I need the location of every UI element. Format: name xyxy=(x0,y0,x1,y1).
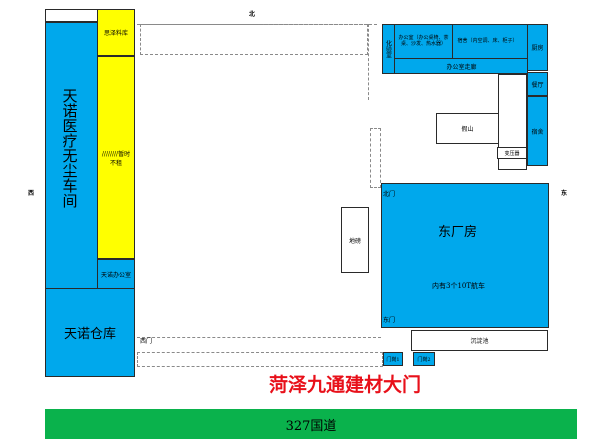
raw-material-store: 思泽料库 xyxy=(97,9,135,56)
sedimentation-pool: 沉淀池 xyxy=(411,330,548,351)
guard-room-2-label: 门岗2 xyxy=(417,356,431,363)
lab-room: 化验室 xyxy=(382,24,395,74)
tiannuo-warehouse-label: 天诺仓库 xyxy=(63,327,116,342)
west-label: 西 xyxy=(28,190,35,197)
national-road-label: 327国道 xyxy=(285,418,337,434)
east-label: 东 xyxy=(561,190,568,197)
dormitory-label: 宿舍（内空调、床、柜子） xyxy=(457,38,518,44)
west-gate-label: 西门 xyxy=(140,338,153,345)
site-boundary-east-notch xyxy=(370,128,381,188)
north-gate-label: 北门 xyxy=(383,191,396,198)
office-corridor-label: 办公室走廊 xyxy=(446,64,477,71)
tiannuo-office: 天诺办公室 xyxy=(97,259,135,289)
site-boundary-south xyxy=(137,337,381,338)
lab-label: 化验室 xyxy=(384,40,392,58)
east-factory-title: 东厂房 xyxy=(438,225,478,240)
guard-room-1: 门岗1 xyxy=(383,352,403,366)
east-gate-label: 东门 xyxy=(383,317,396,324)
site-boundary-top-strip xyxy=(140,24,368,55)
east-factory-hall xyxy=(381,183,549,328)
site-boundary-south-road xyxy=(137,352,383,367)
guard-room-2: 门岗2 xyxy=(413,352,435,366)
weighbridge: 地磅 xyxy=(341,207,369,273)
tiannuo-warehouse: 天诺仓库 xyxy=(45,288,135,377)
office-room: 办公室（办公桌椅、茶桌、沙发、热水器） xyxy=(395,24,453,58)
dormitory-room: 宿舍（内空调、床、柜子） xyxy=(453,24,522,58)
rockery: 假山 xyxy=(436,113,499,144)
kitchen: 厨房 xyxy=(527,24,548,71)
side-dormitory-label: 宿舍 xyxy=(531,128,544,136)
crane-note: 内有3个10T航车 xyxy=(432,282,486,290)
main-gate-title: 菏泽九通建材大门 xyxy=(268,374,421,396)
tiannuo-office-label: 天诺办公室 xyxy=(100,271,131,279)
north-label: 北 xyxy=(249,11,256,18)
kitchen-label: 厨房 xyxy=(531,45,544,52)
office-corridor: 办公室走廊 xyxy=(395,58,528,74)
office-label: 办公室（办公桌椅、茶桌、沙发、热水器） xyxy=(398,35,449,47)
transformer-label: 变压器 xyxy=(504,150,520,157)
office-dormitory-block xyxy=(382,24,528,74)
guard-room-1-label: 门岗1 xyxy=(386,356,400,363)
national-road-327: 327国道 xyxy=(45,409,577,439)
side-dormitory: 宿舍 xyxy=(527,96,548,166)
transformer: 变压器 xyxy=(497,147,527,159)
weighbridge-label: 地磅 xyxy=(348,237,361,245)
dining-label: 餐厅 xyxy=(531,81,544,89)
sedimentation-pool-label: 沉淀池 xyxy=(470,338,489,345)
temporary-not-for-rent-area: ////////暂时不租 xyxy=(97,56,135,259)
top-left-empty-bay xyxy=(45,9,98,22)
rockery-label: 假山 xyxy=(461,126,474,133)
site-boundary-north-right xyxy=(368,24,369,100)
raw-material-store-label: 思泽料库 xyxy=(103,30,128,37)
dust-free-workshop-label: 天诺医疗无尘车间 xyxy=(60,88,79,208)
dust-free-workshop xyxy=(45,22,98,289)
dining-hall: 餐厅 xyxy=(527,72,548,96)
temporary-not-for-rent-label: ////////暂时不租 xyxy=(101,150,131,167)
